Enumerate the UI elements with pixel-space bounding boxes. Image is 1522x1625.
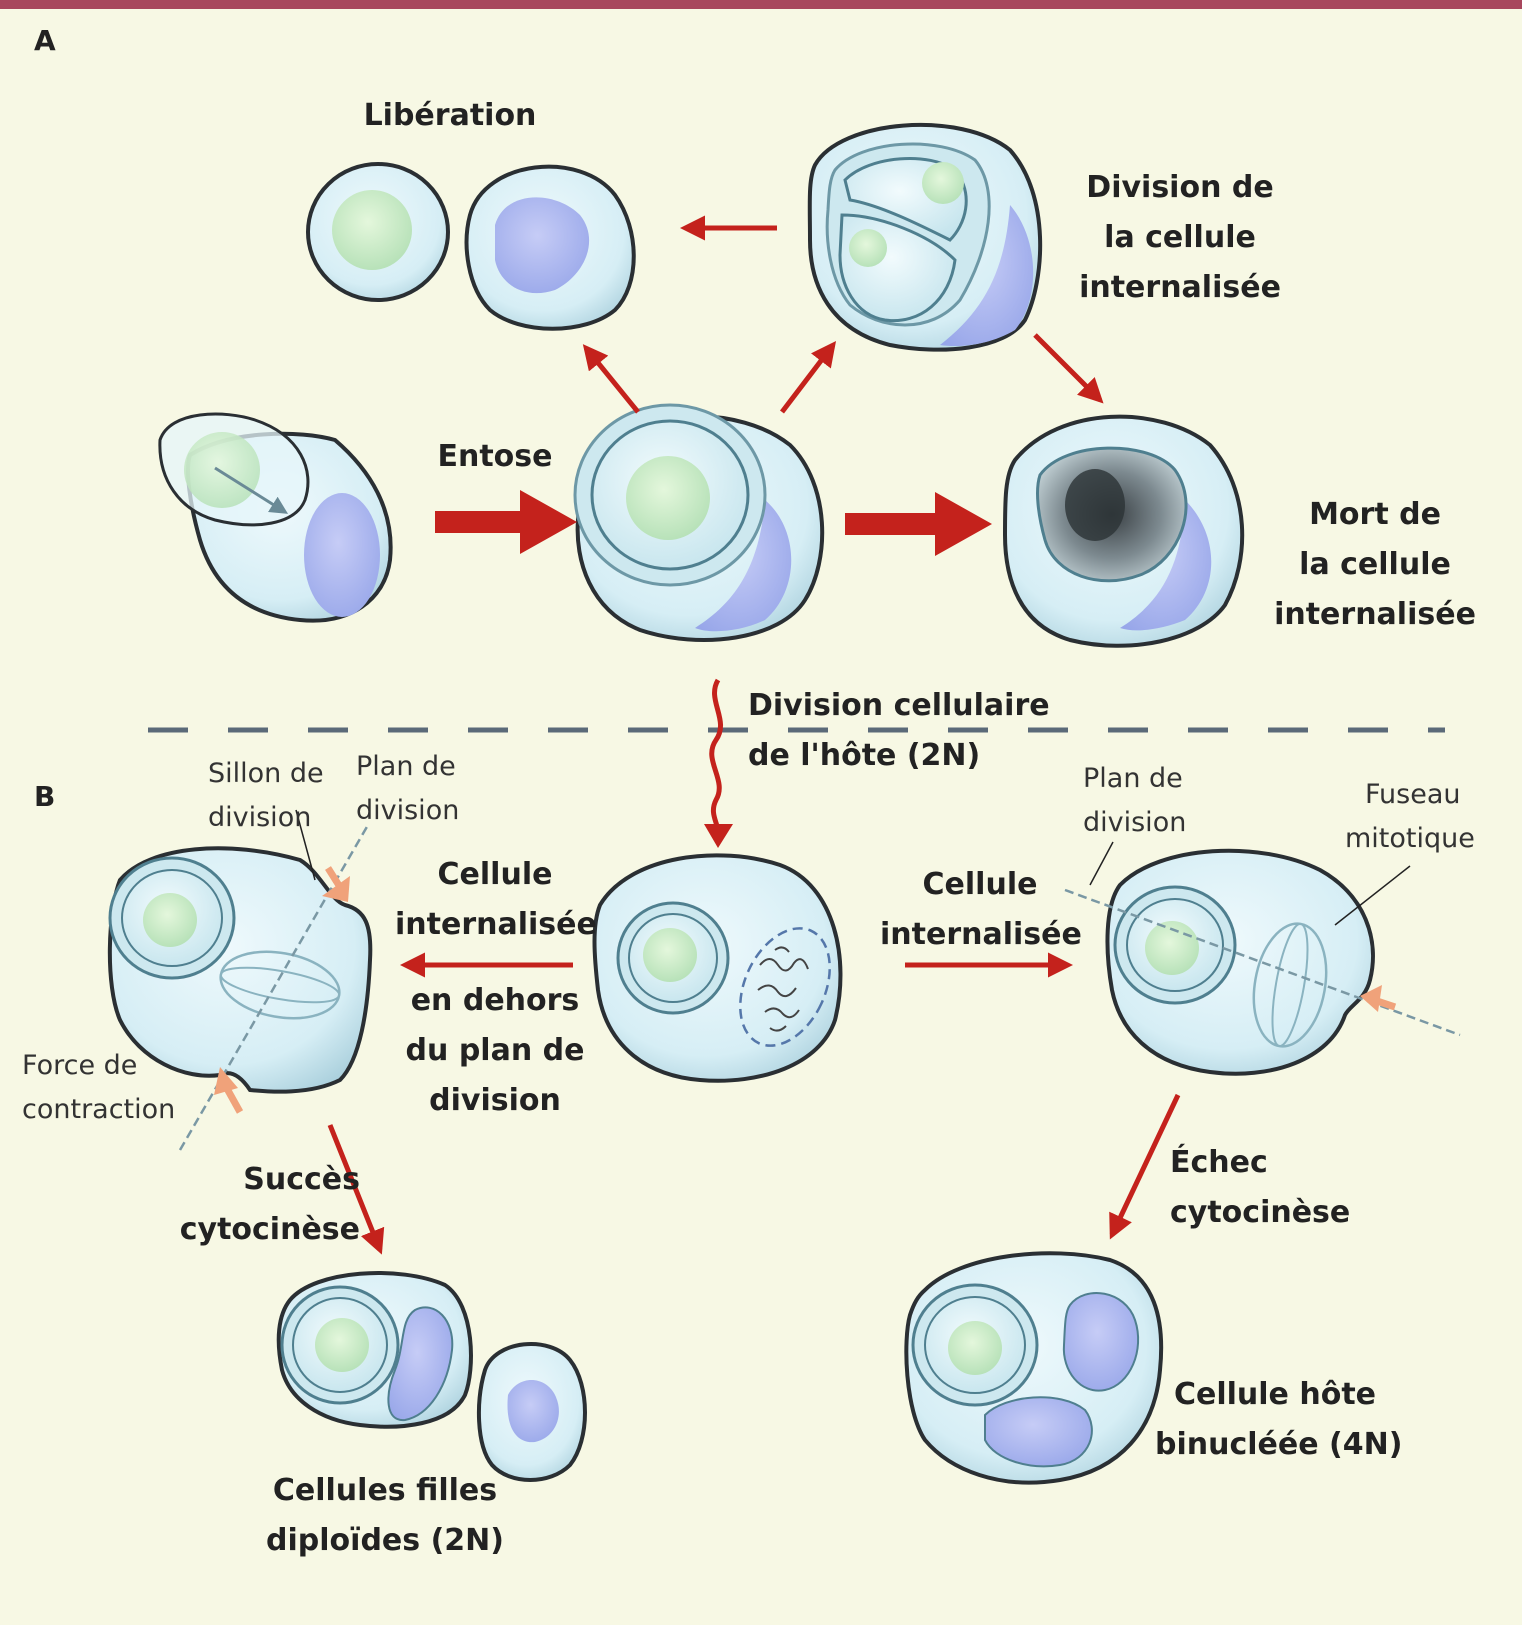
- annotation-force: Force de contraction: [22, 1050, 176, 1125]
- liberation-arrow: [582, 344, 640, 414]
- dividing-internal-cell: [807, 122, 1043, 352]
- binucleate-cell: [904, 1251, 1164, 1485]
- annotation-plan-left: Plan de division: [356, 751, 460, 826]
- entosis-cell: [573, 403, 825, 642]
- success-dividing-cell: [107, 809, 373, 1151]
- label-cellule-dehors: Cellule internalisée en dehors du plan d…: [395, 857, 597, 1118]
- arrows-panel-a: [435, 215, 1104, 556]
- annotation-fuseau: Fuseau mitotique: [1345, 779, 1475, 854]
- top-rule: [0, 0, 1522, 9]
- label-binucleee: Cellule hôte binucléée (4N): [1155, 1377, 1403, 1462]
- death-after-division-arrow: [1033, 333, 1104, 404]
- mitotic-host-cell: [592, 853, 843, 1083]
- label-filles: Cellules filles diploïdes (2N): [266, 1473, 504, 1558]
- released-internal-cell: [306, 162, 450, 302]
- label-division-internalisee: Division de la cellule internalisée: [1079, 170, 1281, 305]
- death-arrow: [845, 492, 992, 556]
- entose-arrow: [435, 490, 577, 554]
- panel-letter-b: B: [34, 780, 56, 813]
- label-entose: Entose: [437, 439, 553, 474]
- released-host-cell: [464, 164, 636, 331]
- success-arrow: [327, 1124, 385, 1255]
- failure-arrow: [1109, 1093, 1181, 1240]
- label-mort: Mort de la cellule internalisée: [1274, 497, 1476, 632]
- label-division-hote: Division cellulaire de l'hôte (2N): [748, 688, 1050, 773]
- label-succes: Succès cytocinèse: [179, 1162, 360, 1247]
- label-liberation: Libération: [363, 98, 537, 133]
- annotation-plan-right: Plan de division: [1083, 763, 1187, 838]
- label-cellule-dans: Cellule internalisée: [880, 867, 1082, 952]
- failure-dividing-cell: [1064, 841, 1461, 1076]
- panel-letter-a: A: [34, 24, 56, 57]
- arrows-panel-b: [327, 952, 1181, 1255]
- annotation-sillon: Sillon de division: [208, 758, 324, 833]
- host-division-arrow: [709, 678, 724, 831]
- death-cell: [1002, 414, 1245, 648]
- daughter-cells: [276, 1271, 587, 1482]
- entering-cell: [158, 412, 393, 623]
- division-arrow: [780, 341, 837, 414]
- label-echec: Échec cytocinèse: [1170, 1145, 1351, 1230]
